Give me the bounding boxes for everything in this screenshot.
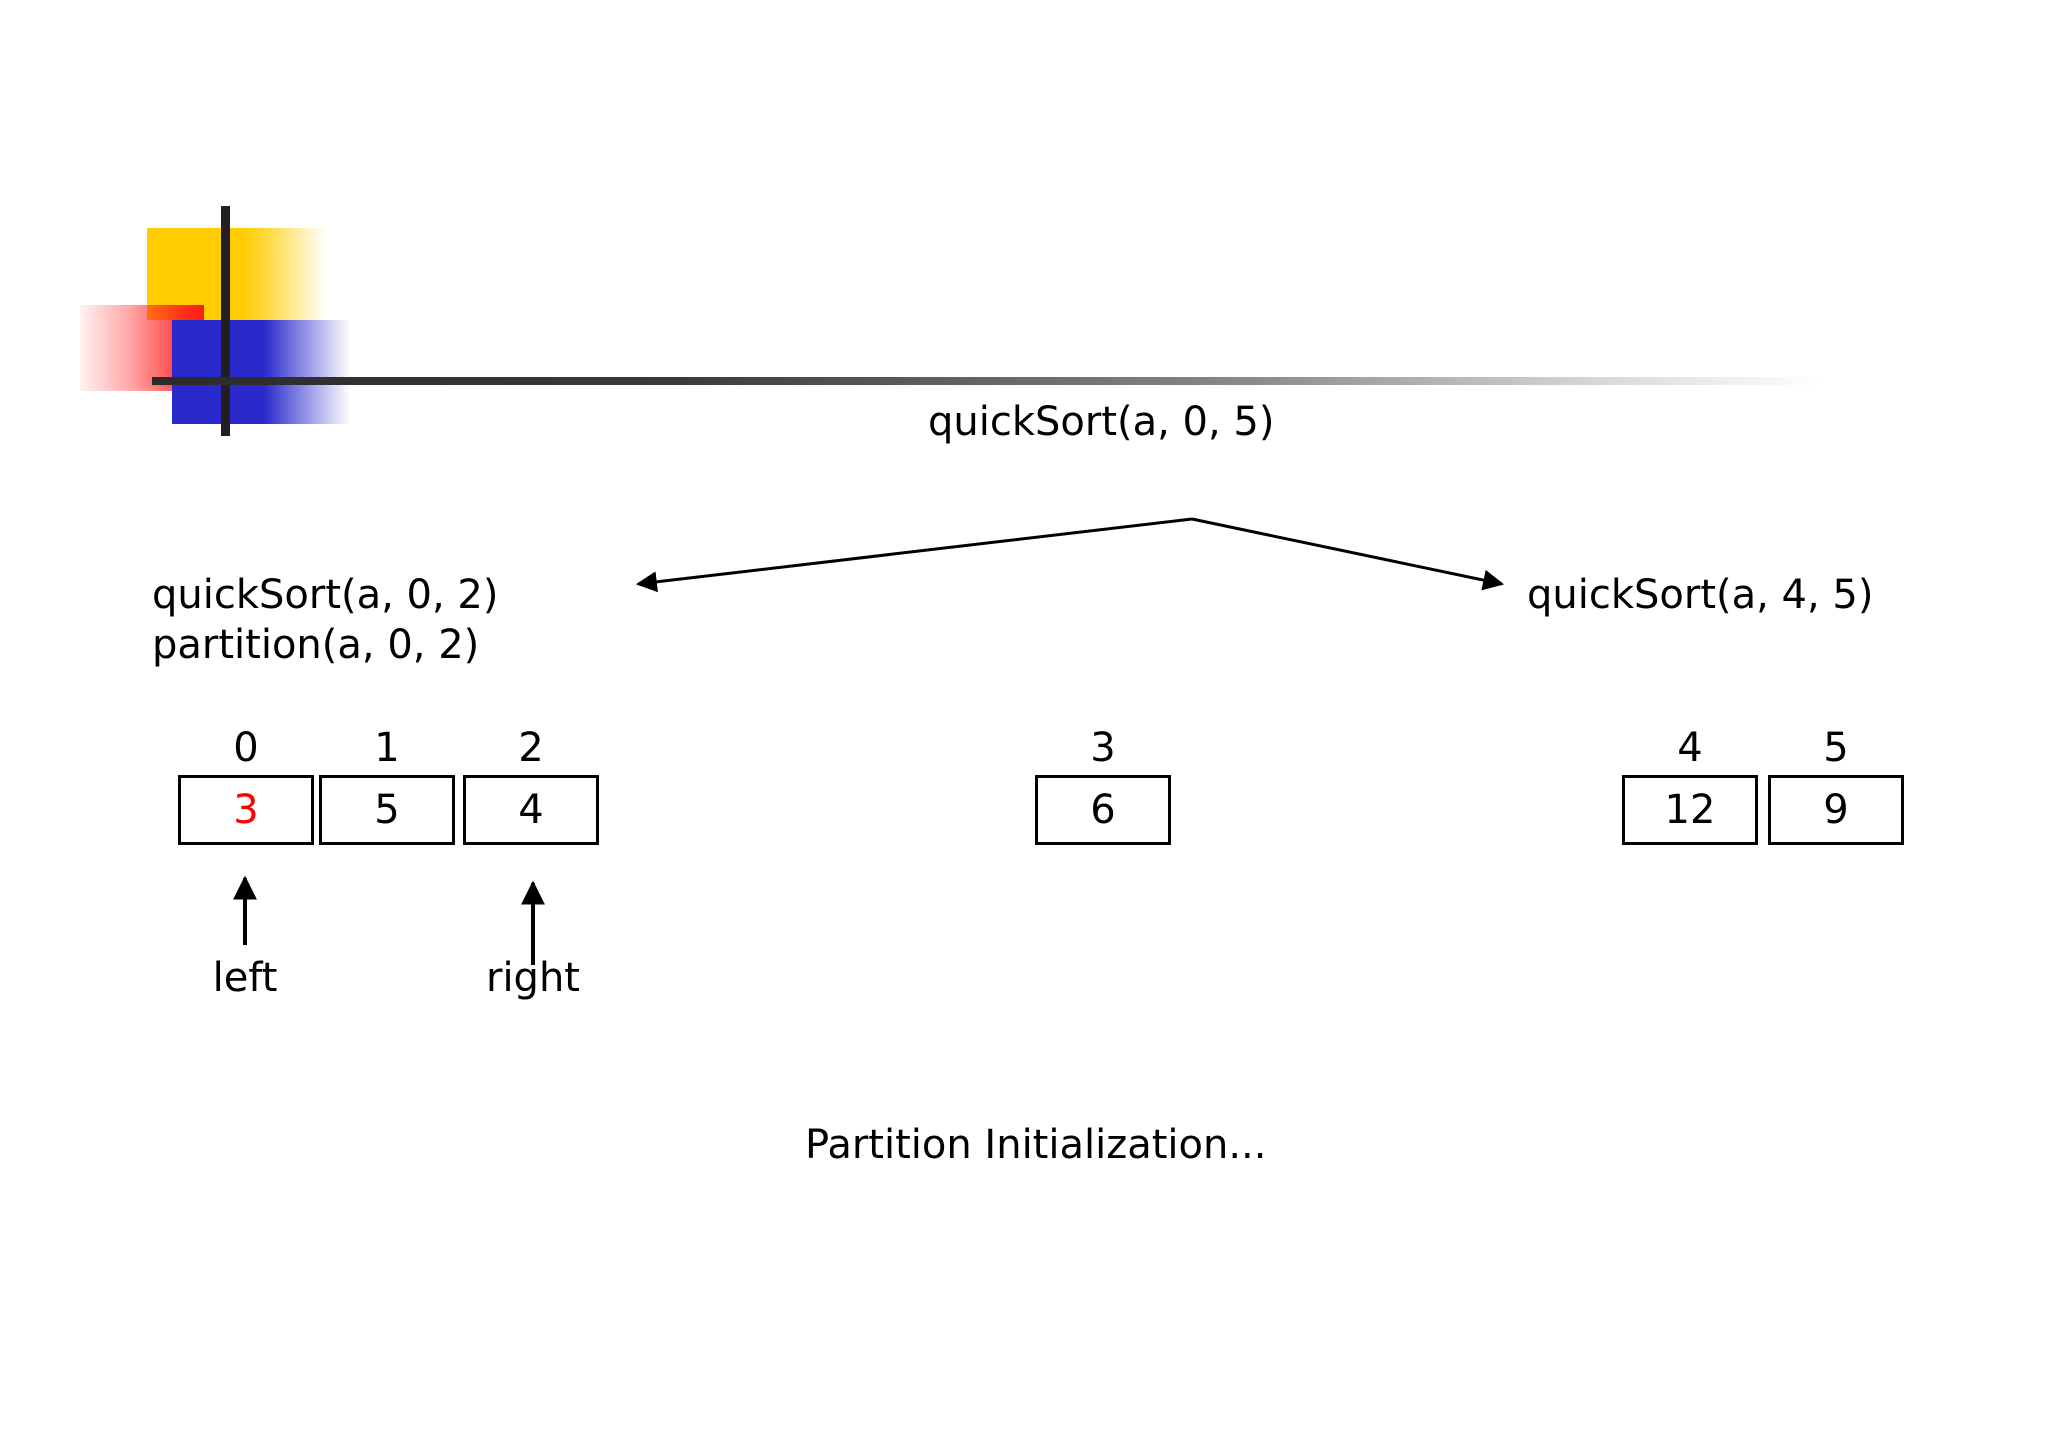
cell-index-1: 1 [374,725,400,771]
array-cell-1[interactable]: 5 [319,775,455,845]
logo-vertical-bar-icon [221,206,230,436]
left-call-label-line2: partition(a, 0, 2) [152,622,480,668]
template-logo [0,0,2048,470]
array-cell-value-2: 4 [518,787,544,833]
cell-index-3: 3 [1090,725,1116,771]
array-cell-5[interactable]: 9 [1768,775,1904,845]
array-cell-value-1: 5 [374,787,400,833]
status-caption: Partition Initialization... [805,1122,1267,1168]
array-cell-2[interactable]: 4 [463,775,599,845]
cell-index-2: 2 [518,725,544,771]
logo-horizontal-rule [152,377,1822,385]
array-cell-value-5: 9 [1823,787,1849,833]
array-cell-0[interactable]: 3 [178,775,314,845]
right-branch-arrow [1191,517,1505,591]
cell-index-4: 4 [1677,725,1703,771]
left-pointer-label: left [212,955,278,1001]
array-cell-4[interactable]: 12 [1622,775,1758,845]
array-cell-value-3: 6 [1090,787,1116,833]
left-call-label-line1: quickSort(a, 0, 2) [152,572,499,618]
cell-index-0: 0 [233,725,259,771]
left-call-label-group: quickSort(a, 0, 2) partition(a, 0, 2) [152,570,498,670]
left-branch-arrow [635,517,1193,593]
right-call-label: quickSort(a, 4, 5) [1527,572,1874,618]
array-cell-3[interactable]: 6 [1035,775,1171,845]
right-pointer-label: right [486,955,580,1001]
root-call-label: quickSort(a, 0, 5) [928,399,1275,445]
logo-blue-square-icon [172,320,350,424]
cell-index-5: 5 [1823,725,1849,771]
logo-yellow-square-icon [147,228,327,320]
array-cell-value-0: 3 [233,787,259,833]
array-cell-value-4: 12 [1664,787,1716,833]
